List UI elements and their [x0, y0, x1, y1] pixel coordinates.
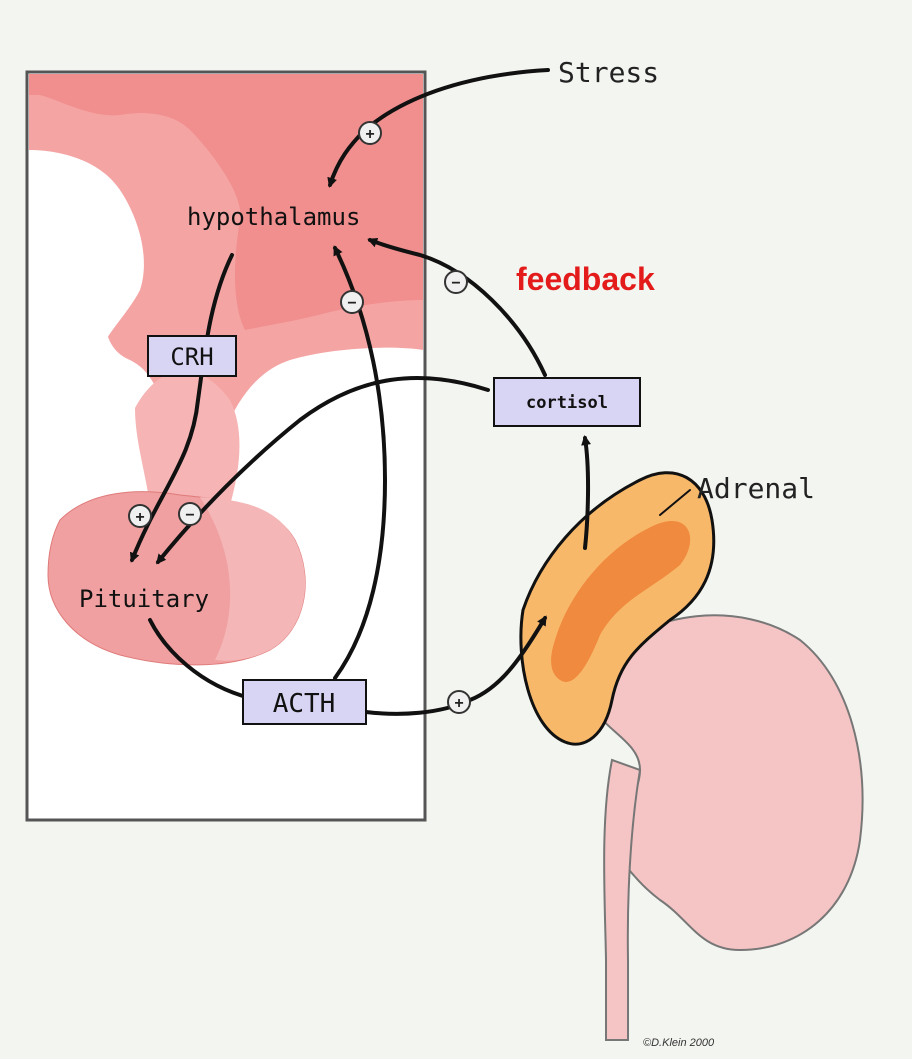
crh-label-box: CRH [148, 336, 236, 376]
cortisol-pituitary-minus-sign: − [179, 503, 201, 525]
cortisol-minus-symbol-pituitary: − [185, 507, 194, 524]
cortisol-feedback-minus-sign: − [445, 271, 467, 293]
feedback-label: feedback [516, 261, 655, 297]
artist-credit: ©D.Klein 2000 [643, 1037, 715, 1049]
stress-label: Stress [558, 56, 659, 89]
acth-feedback-minus-sign: − [341, 291, 363, 313]
adrenal-label: Adrenal [697, 472, 815, 505]
cortisol-label-box: cortisol [494, 378, 640, 426]
acth-plus-symbol: + [454, 695, 463, 712]
acth-minus-symbol: − [347, 295, 356, 312]
acth-plus-sign: + [448, 691, 470, 713]
hypothalamus-label: hypothalamus [187, 203, 360, 231]
stress-plus-sign: + [359, 122, 381, 144]
cortisol-label: cortisol [526, 393, 608, 413]
acth-label: ACTH [273, 689, 336, 719]
pituitary-label: Pituitary [79, 585, 209, 613]
crh-label: CRH [170, 343, 213, 371]
acth-label-box: ACTH [243, 680, 366, 724]
stress-plus-symbol: + [365, 126, 374, 143]
cortisol-minus-symbol-hypothalamus: − [451, 275, 460, 292]
crh-plus-sign: + [129, 505, 151, 527]
crh-plus-symbol: + [135, 509, 144, 526]
